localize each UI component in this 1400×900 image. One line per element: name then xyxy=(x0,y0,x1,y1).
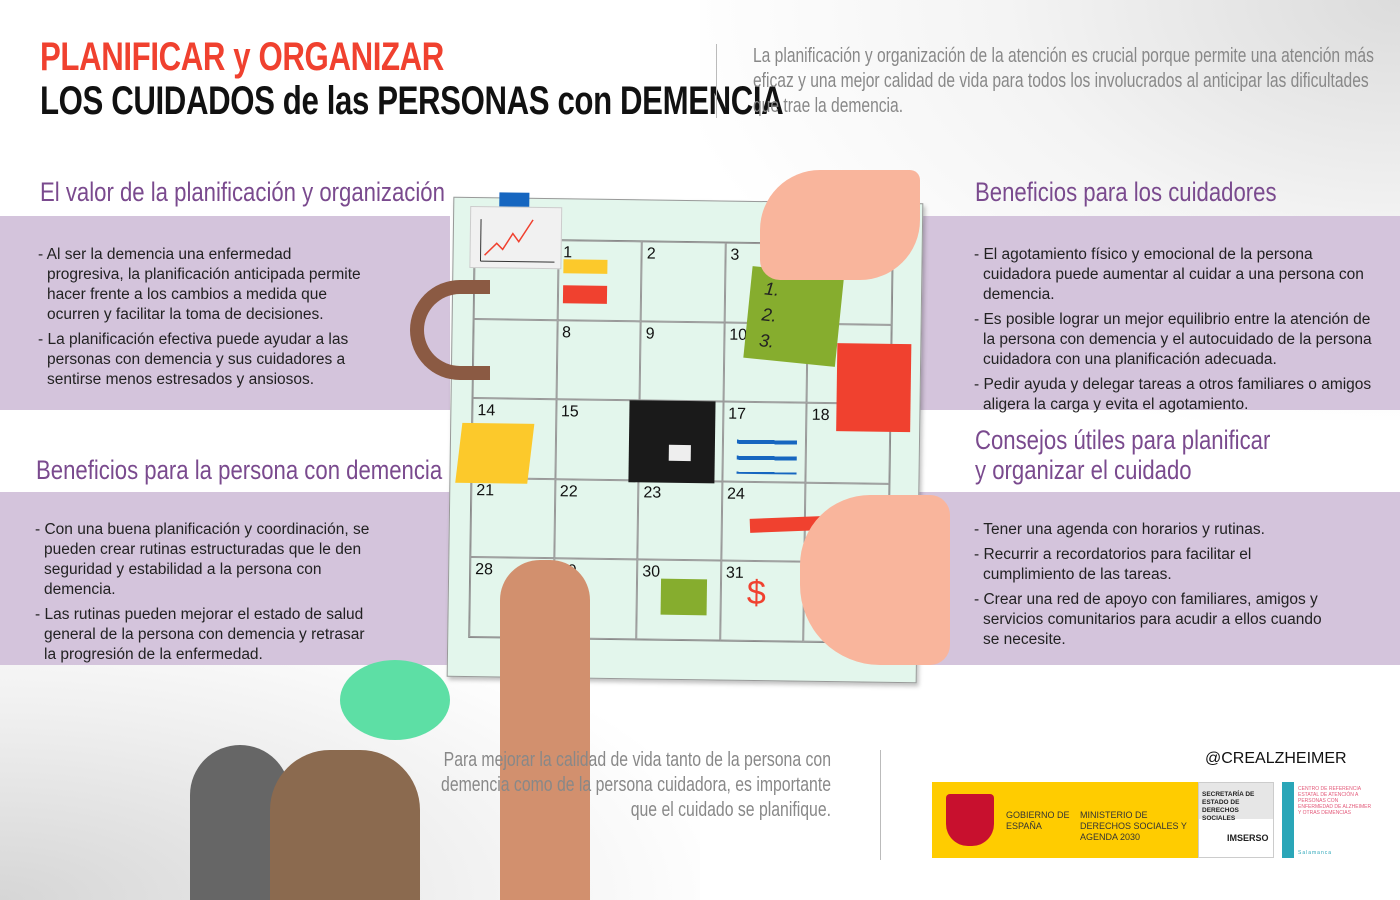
list-item: Crear una red de apoyo con familiares, a… xyxy=(974,590,1334,650)
yellow-tag xyxy=(563,259,608,274)
notch xyxy=(976,216,996,230)
coat-of-arms-icon xyxy=(946,794,994,846)
social-handle[interactable]: @CREALZHEIMER xyxy=(1205,750,1347,767)
calendar-day: 23 xyxy=(637,480,723,561)
heading-cuidadores: Beneficios para los cuidadores xyxy=(975,177,1277,207)
logos: GOBIERNO DE ESPAÑA MINISTERIO DE DERECHO… xyxy=(932,782,1372,858)
puzzle-piece-icon xyxy=(668,444,691,462)
list-item: La planificación efectiva puede ayudar a… xyxy=(38,330,368,390)
note-item: 3. xyxy=(758,330,776,352)
divider xyxy=(880,750,881,860)
pointing-hand-illustration xyxy=(500,560,590,900)
imserso-logo: SECRETARÍA DE ESTADO DE DERECHOS SOCIALE… xyxy=(1198,782,1274,858)
intro-text: La planificación y organización de la at… xyxy=(753,45,1374,117)
heading-valor: El valor de la planificación y organizac… xyxy=(40,177,445,207)
red-sticky-note xyxy=(836,343,912,433)
calendar-day: 2 xyxy=(640,241,726,323)
thought-bubble-icon xyxy=(340,660,450,740)
red-tag xyxy=(562,285,608,304)
list-item: El agotamiento físico y emocional de la … xyxy=(974,245,1374,305)
list-item: Es posible lograr un mejor equilibrio en… xyxy=(974,310,1374,370)
list-cuidadores: El agotamiento físico y emocional de la … xyxy=(974,245,1374,420)
secretaria-text: SECRETARÍA DE ESTADO DE DERECHOS SOCIALE… xyxy=(1199,783,1273,822)
ciudad-text: Salamanca xyxy=(1298,850,1333,856)
calendar-day: 9 xyxy=(639,320,725,402)
puzzle-photo xyxy=(628,400,716,484)
heading-consejos-1: Consejos útiles para planificar xyxy=(975,425,1271,455)
list-consejos: Tener una agenda con horarios y rutinas.… xyxy=(974,520,1334,655)
ministerio-text: MINISTERIO DE DERECHOS SOCIALES Y AGENDA… xyxy=(1080,810,1187,842)
notch xyxy=(40,492,60,506)
list-lines-icon xyxy=(736,433,798,475)
envelope-icon xyxy=(660,578,708,616)
heading-persona: Beneficios para la persona con demencia xyxy=(36,455,443,485)
yellow-sticky-note xyxy=(455,422,535,484)
footer-text: Para mejorar la calidad de vida tanto de… xyxy=(441,749,831,821)
list-item: Con una buena planificación y coordinaci… xyxy=(35,520,380,600)
notch xyxy=(976,492,996,506)
man-illustration xyxy=(270,750,420,900)
hand-illustration xyxy=(800,495,950,665)
title-line-2: LOS CUIDADOS de las PERSONAS con DEMENCI… xyxy=(40,79,784,123)
calendar-illustration: 12348910141517182122232428293031 1. 2. 3… xyxy=(446,192,941,684)
gobierno-text: GOBIERNO DE ESPAÑA xyxy=(1006,810,1070,831)
list-item: Pedir ayuda y delegar tareas a otros fam… xyxy=(974,375,1374,415)
list-item: Las rutinas pueden mejorar el estado de … xyxy=(35,605,380,665)
divider xyxy=(716,44,717,118)
logo-bar xyxy=(1282,782,1294,858)
sticky-note-list: 1. 2. 3. xyxy=(743,266,845,367)
crealzheimer-logo: CENTRO DE REFERENCIA ESTATAL DE ATENCIÓN… xyxy=(1282,782,1372,872)
chart-card-icon xyxy=(469,205,563,270)
gobierno-logo: GOBIERNO DE ESPAÑA MINISTERIO DE DERECHO… xyxy=(932,782,1198,858)
calendar-day: 21 xyxy=(470,477,556,559)
dollar-icon: $ xyxy=(746,573,767,613)
imserso-text: IMSERSO xyxy=(1227,833,1269,843)
list-valor: Al ser la demencia una enfermedad progre… xyxy=(38,245,368,395)
list-item: Al ser la demencia una enfermedad progre… xyxy=(38,245,368,325)
title-line-1: PLANIFICAR y ORGANIZAR xyxy=(40,35,444,79)
list-item: Recurrir a recordatorios para facilitar … xyxy=(974,545,1334,585)
centro-text: CENTRO DE REFERENCIA ESTATAL DE ATENCIÓN… xyxy=(1298,786,1372,816)
calendar-day: 15 xyxy=(555,399,640,481)
binder-clip-icon xyxy=(499,192,530,207)
notch xyxy=(40,216,60,230)
list-persona: Con una buena planificación y coordinaci… xyxy=(35,520,380,670)
hand-illustration xyxy=(760,170,920,280)
heading-consejos-2: y organizar el cuidado xyxy=(975,455,1192,485)
calendar-day: 8 xyxy=(556,319,641,401)
calendar-day: 1 xyxy=(557,240,642,321)
list-item: Tener una agenda con horarios y rutinas. xyxy=(974,520,1334,540)
calendar-day: 22 xyxy=(553,478,639,560)
